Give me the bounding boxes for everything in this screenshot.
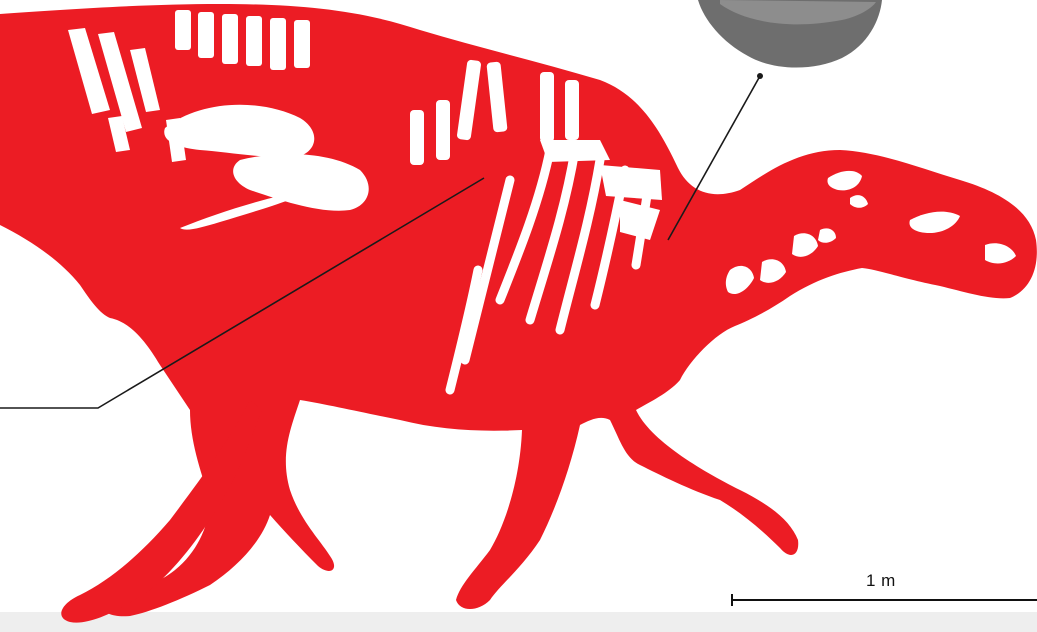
leader-anchor-dot (757, 73, 763, 79)
scale-bar (732, 594, 1037, 606)
ground-shadow (0, 612, 1037, 632)
scale-bar-label: 1 m (866, 571, 896, 591)
